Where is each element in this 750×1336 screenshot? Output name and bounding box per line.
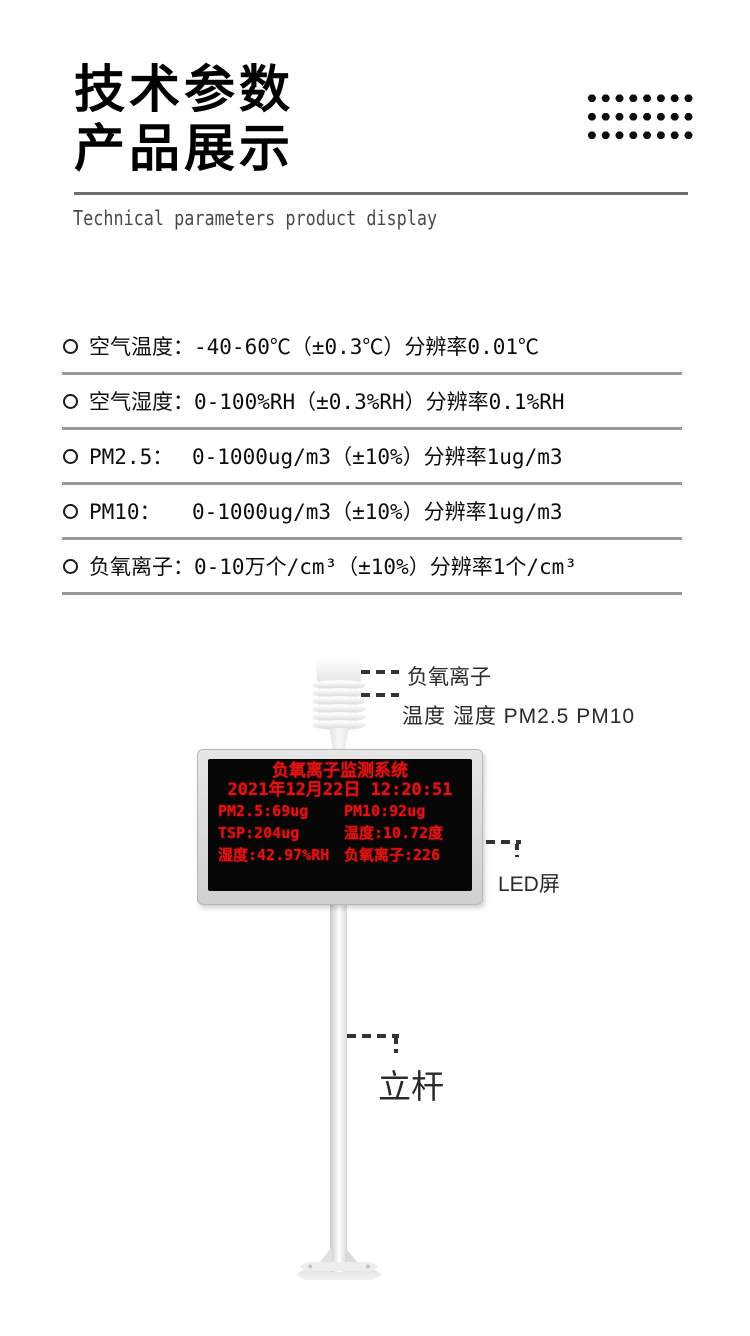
spec-row-negative-ions: 负氧离子： 0-10万个/cm³（±10%）分辨率1个/cm³ xyxy=(62,540,682,595)
sensor-louver xyxy=(313,720,365,729)
base-plate-top xyxy=(299,1262,379,1271)
annotation-dash-icon xyxy=(486,840,521,844)
spec-value: -40-60℃（±0.3℃）分辨率0.01℃ xyxy=(194,335,540,359)
annotation-sensor-bottom: 温度 湿度 PM2.5 PM10 xyxy=(402,705,636,728)
sensor-louver xyxy=(313,712,365,721)
page-title: 技术参数 产品展示 xyxy=(74,60,294,178)
sensor-louver xyxy=(313,704,365,713)
annotation-dash-icon xyxy=(361,670,399,674)
circle-bullet-icon xyxy=(63,448,78,464)
spec-label: 负氧离子： xyxy=(89,555,194,579)
led-reading-pm25: PM2.5:69ug xyxy=(218,802,309,820)
led-screen: 负氧离子监测系统 2021年12月22日 12:20:51 PM2.5:69ug… xyxy=(197,749,483,905)
led-reading-tsp: TSP:204ug xyxy=(218,824,300,842)
spec-value: 0-1000ug/m3（±10%）分辨率1ug/m3 xyxy=(192,500,563,524)
annotation-dash-icon xyxy=(361,693,399,697)
annotation-led-screen: LED屏 xyxy=(498,873,560,896)
title-line-1: 技术参数 xyxy=(74,61,295,118)
annotation-pole: 立杆 xyxy=(378,1068,444,1105)
led-reading-ions: 负氧离子:226 xyxy=(344,846,441,864)
sensor-louver xyxy=(313,680,365,689)
spec-row-pm25: PM2.5： 0-1000ug/m3（±10%）分辨率1ug/m3 xyxy=(62,430,682,485)
led-system-title: 负氧离子监测系统 xyxy=(272,761,408,781)
circle-bullet-icon xyxy=(63,338,78,354)
dots-decoration-icon xyxy=(585,89,696,141)
spec-label: PM10： xyxy=(89,500,161,524)
circle-bullet-icon xyxy=(63,558,78,574)
circle-bullet-icon xyxy=(63,503,78,519)
annotation-sensor-top: 负氧离子 xyxy=(407,666,491,689)
annotation-dash-icon xyxy=(394,1038,398,1053)
led-datetime: 2021年12月22日 12:20:51 xyxy=(227,780,453,800)
led-reading-row: TSP:204ug 温度:10.72度 xyxy=(208,822,472,844)
spec-value: 0-100%RH（±0.3%RH）分辨率0.1%RH xyxy=(194,390,565,414)
spec-row-air-temperature: 空气温度： -40-60℃（±0.3℃）分辨率0.01℃ xyxy=(62,320,682,375)
spec-row-air-humidity: 空气湿度： 0-100%RH（±0.3%RH）分辨率0.1%RH xyxy=(62,375,682,430)
led-reading-humidity: 湿度:42.97%RH xyxy=(218,846,330,864)
spec-table: 空气温度： -40-60℃（±0.3℃）分辨率0.01℃ 空气湿度： 0-100… xyxy=(62,320,682,595)
annotation-dash-icon xyxy=(515,844,519,857)
title-line-2: 产品展示 xyxy=(74,120,295,177)
spec-value: 0-1000ug/m3（±10%）分辨率1ug/m3 xyxy=(192,445,563,469)
led-screen-panel: 负氧离子监测系统 2021年12月22日 12:20:51 PM2.5:69ug… xyxy=(208,759,472,891)
led-reading-temperature: 温度:10.72度 xyxy=(344,824,444,842)
sensor-stem xyxy=(329,728,349,752)
led-reading-row: PM2.5:69ug PM10:92ug xyxy=(208,800,472,822)
spec-label: 空气湿度： xyxy=(89,390,194,414)
title-divider xyxy=(74,192,688,195)
subtitle: Technical parameters product display xyxy=(73,206,438,230)
sensor-cap xyxy=(317,657,361,682)
led-reading-row: 湿度:42.97%RH 负氧离子:226 xyxy=(208,844,472,866)
circle-bullet-icon xyxy=(63,393,78,409)
annotation-dash-icon xyxy=(347,1034,399,1038)
sensor-louver xyxy=(313,696,365,705)
spec-row-pm10: PM10： 0-1000ug/m3（±10%）分辨率1ug/m3 xyxy=(62,485,682,540)
spec-label: PM2.5： xyxy=(89,445,174,469)
base-plate xyxy=(296,1269,382,1280)
spec-label: 空气温度： xyxy=(89,335,194,359)
led-reading-pm10: PM10:92ug xyxy=(344,802,426,820)
sensor-louver xyxy=(313,688,365,697)
spec-value: 0-10万个/cm³（±10%）分辨率1个/cm³ xyxy=(194,555,577,579)
